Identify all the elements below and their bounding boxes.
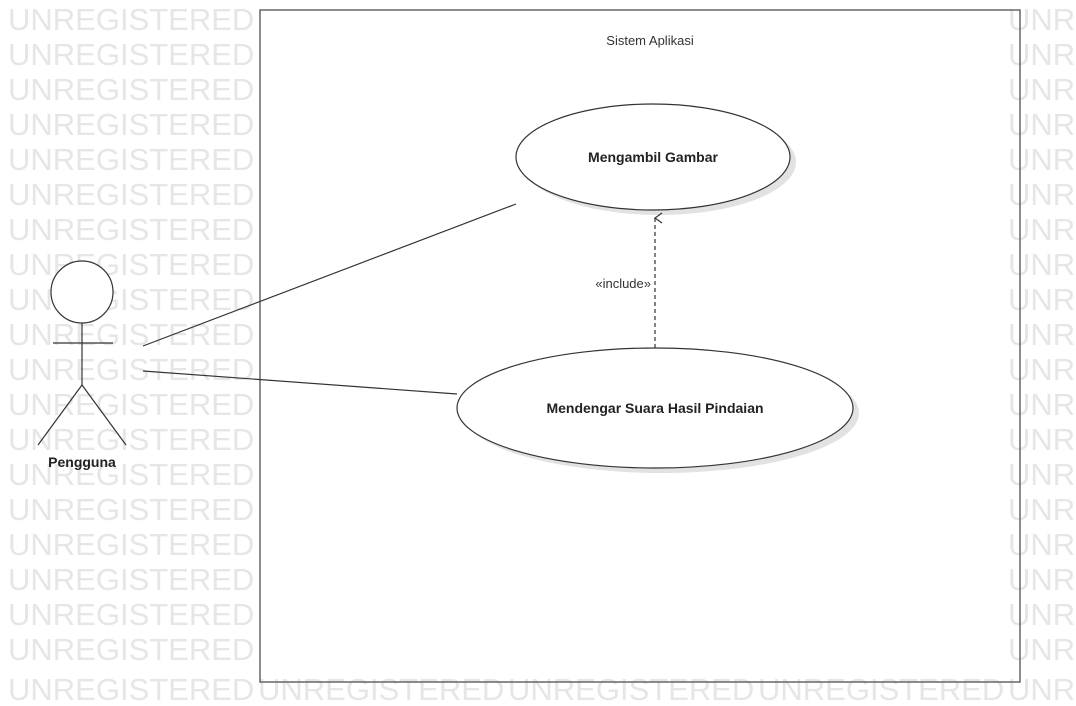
watermark-text: UNREGISTERED	[1008, 562, 1076, 597]
actor-head	[50, 260, 114, 324]
watermark-text: UNREGISTERED	[8, 527, 254, 562]
actor-label: Pengguna	[48, 454, 116, 470]
watermark-text: UNREGISTERED	[1008, 632, 1076, 667]
watermark-text: UNREGISTERED	[258, 672, 504, 706]
watermark-text: UNREGISTERED	[1008, 422, 1076, 457]
association-lines	[142, 203, 517, 395]
watermark-text: UNREGISTERED	[1008, 212, 1076, 247]
watermark-text: UNREGISTERED	[1008, 527, 1076, 562]
use-case-mendengar-suara[interactable]: Mendengar Suara Hasil Pindaian	[456, 347, 859, 473]
watermark-text: UNREGISTERED	[8, 177, 254, 212]
use-case-label: Mendengar Suara Hasil Pindaian	[546, 400, 763, 416]
include-relation[interactable]: «include»	[595, 218, 655, 348]
use-case-label: Mengambil Gambar	[588, 149, 718, 165]
watermark-text: UNREGISTERED	[8, 597, 254, 632]
watermark-text: UNREGISTERED	[8, 672, 254, 706]
watermark-text: UNREGISTERED	[1008, 2, 1076, 37]
system-boundary[interactable]: Sistem Aplikasi	[259, 9, 1021, 683]
watermark-text: UNREGISTERED	[1008, 177, 1076, 212]
watermark-text: UNREGISTERED	[1008, 72, 1076, 107]
watermark-text: UNREGISTERED	[8, 72, 254, 107]
watermark-text: UNREGISTERED	[1008, 672, 1076, 706]
watermark-text: UNREGISTERED	[1008, 37, 1076, 72]
watermark-text: UNREGISTERED	[8, 2, 254, 37]
use-case-mengambil-gambar[interactable]: Mengambil Gambar	[515, 103, 796, 215]
watermark-text: UNREGISTERED	[8, 317, 254, 352]
watermark-text: UNREGISTERED	[1008, 317, 1076, 352]
use-case-ellipse	[515, 103, 791, 211]
watermark-text: UNREGISTERED	[8, 212, 254, 247]
actor-leg-left	[37, 384, 83, 446]
watermark-text: UNREGISTERED	[8, 352, 254, 387]
watermark-text: UNREGISTERED	[8, 492, 254, 527]
association-line-uc1[interactable]	[142, 203, 517, 347]
watermark-text: UNREGISTERED	[8, 387, 254, 422]
watermark-text: UNREGISTERED	[758, 672, 1004, 706]
association-line-uc2[interactable]	[142, 370, 458, 395]
system-title: Sistem Aplikasi	[606, 33, 694, 48]
watermark-text: UNREGISTERED	[8, 37, 254, 72]
actor-pengguna[interactable]	[37, 260, 127, 446]
watermark-text: UNREGISTERED	[1008, 457, 1076, 492]
watermark-text: UNREGISTERED	[8, 282, 254, 317]
watermark-text: UNREGISTERED	[508, 672, 754, 706]
watermark-text: UNREGISTERED	[1008, 492, 1076, 527]
watermark-text: UNREGISTERED	[1008, 387, 1076, 422]
watermark-text: UNREGISTERED	[1008, 142, 1076, 177]
watermark-text: UNREGISTERED	[8, 247, 254, 282]
watermark-text: UNREGISTERED	[1008, 247, 1076, 282]
watermark-text: UNREGISTERED	[1008, 352, 1076, 387]
include-label: «include»	[595, 276, 651, 291]
watermark-text: UNREGISTERED	[1008, 107, 1076, 142]
actor-leg-right	[81, 384, 127, 446]
watermark-text: UNREGISTERED	[8, 107, 254, 142]
watermark-text: UNREGISTERED	[8, 632, 254, 667]
watermark-text: UNREGISTERED	[8, 562, 254, 597]
watermark: UNREGISTERED UNREGISTERED UNREGISTERED U…	[8, 2, 1076, 706]
watermark-text: UNREGISTERED	[8, 422, 254, 457]
watermark-text: UNREGISTERED	[1008, 597, 1076, 632]
system-boundary-box	[259, 9, 1021, 683]
watermark-text: UNREGISTERED	[8, 142, 254, 177]
watermark-text: UNREGISTERED	[1008, 282, 1076, 317]
watermark-text: UNREGISTERED	[8, 457, 254, 492]
